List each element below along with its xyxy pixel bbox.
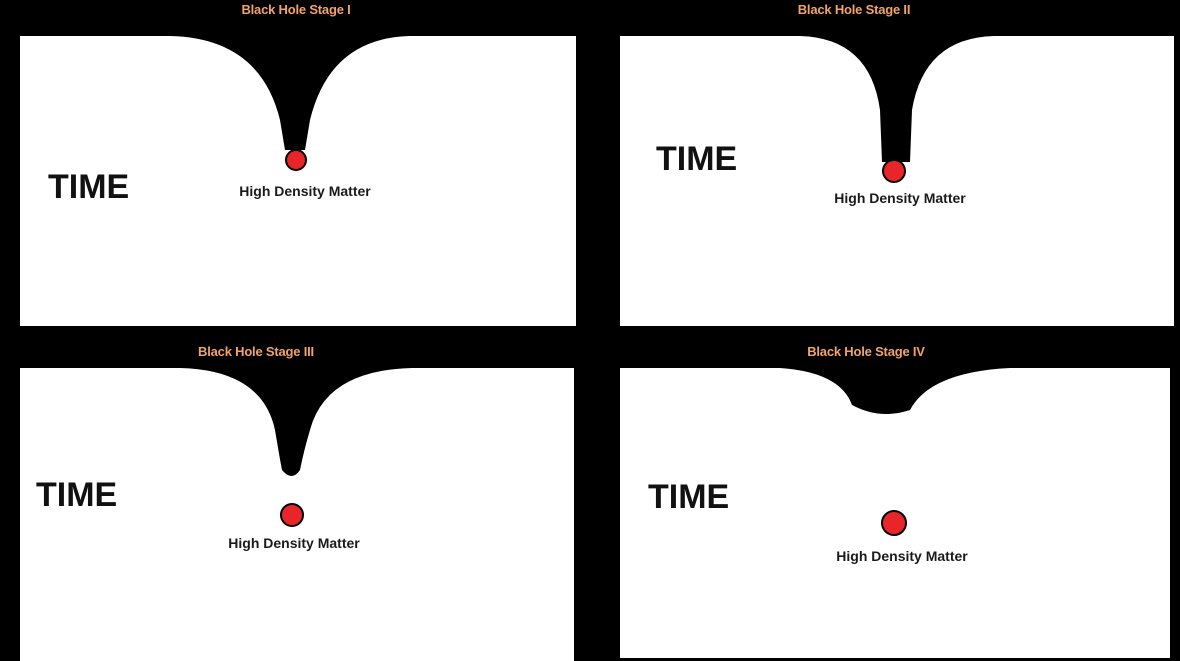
stage-title: Black Hole Stage IV [716,344,1016,359]
high-density-matter-dot [286,150,306,170]
time-axis-label: TIME [656,140,737,179]
stage-title: Black Hole Stage III [106,344,406,359]
time-axis-label: TIME [36,476,117,515]
spacetime-sheet-stage-1 [0,0,590,330]
matter-label: High Density Matter [174,535,414,551]
panel-stage-1: Black Hole Stage I TIME High Density Mat… [0,0,590,330]
matter-label: High Density Matter [185,183,425,199]
stage-title: Black Hole Stage II [704,2,1004,17]
high-density-matter-dot [883,160,905,182]
stage-title: Black Hole Stage I [146,2,446,17]
time-axis-label: TIME [48,168,129,207]
panel-stage-2: Black Hole Stage II TIME High Density Ma… [590,0,1180,330]
panel-stage-3: Black Hole Stage III TIME High Density M… [0,330,590,661]
high-density-matter-dot [281,504,303,526]
matter-label: High Density Matter [782,548,1022,564]
matter-label: High Density Matter [780,190,1020,206]
time-axis-label: TIME [648,478,729,517]
panel-stage-4: Black Hole Stage IV TIME High Density Ma… [590,330,1180,661]
high-density-matter-dot [882,511,906,535]
